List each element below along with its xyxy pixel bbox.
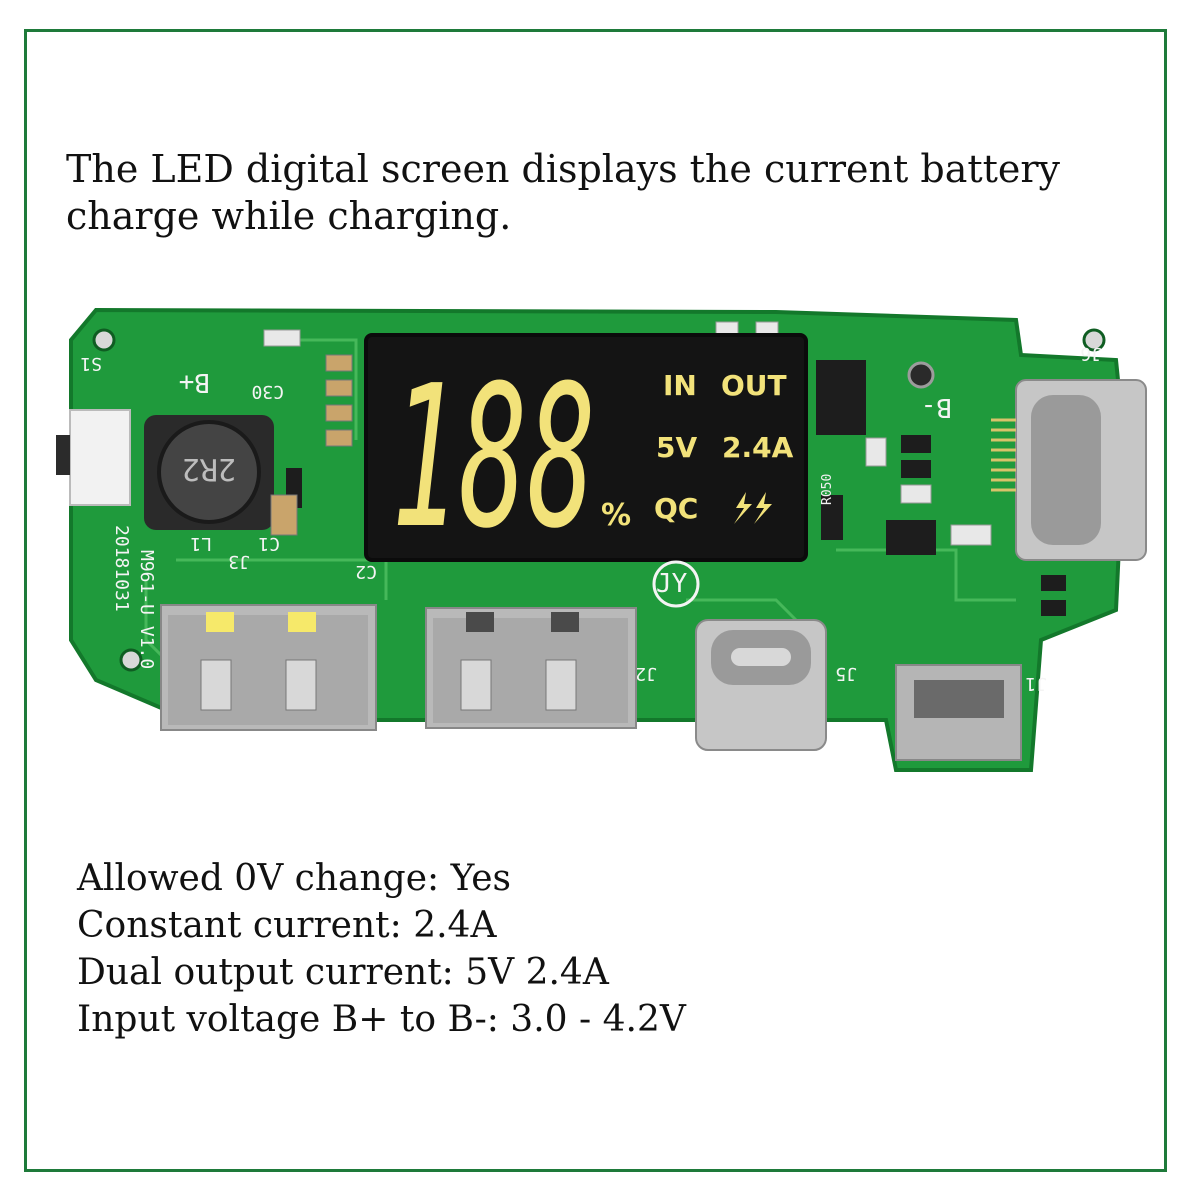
display-qc-label: QC <box>654 492 698 525</box>
inductor-core <box>157 420 261 524</box>
silk-c1: C1 <box>258 533 280 554</box>
silk-bminus: B- <box>921 392 952 422</box>
silk-c30: C30 <box>251 381 284 402</box>
spec-item: Constant current: 2.4A <box>77 905 497 946</box>
silk-c2: C2 <box>355 561 377 582</box>
display-in-label: IN <box>663 369 697 402</box>
lightning-icon <box>734 492 752 524</box>
mount-hole <box>907 361 935 389</box>
page-frame <box>24 29 1167 1172</box>
switch-knob <box>56 435 70 475</box>
pcb-board-illustration: 2R2 188 % IN OUT 5V 2.4A QC B+ B- M961-U… <box>56 300 1166 780</box>
headline: The LED digital screen displays the curr… <box>66 147 1061 238</box>
usb-a-port <box>160 604 377 731</box>
spec-item: Allowed 0V change: Yes <box>77 858 511 899</box>
silk-r050: R050 <box>820 474 835 505</box>
display-digits: 188 <box>391 344 596 572</box>
usb-a-port <box>425 607 637 729</box>
silk-j2: J2 <box>635 663 657 684</box>
mount-hole <box>1082 328 1106 352</box>
silk-l1: L1 <box>190 533 212 554</box>
silk-s1: S1 <box>80 353 102 374</box>
side-usb-c-port <box>991 379 1147 561</box>
led-display <box>364 333 808 562</box>
display-out-label: OUT <box>721 369 787 402</box>
jy-logo-ring <box>652 560 700 608</box>
spec-list: Allowed 0V change: Yes Constant current:… <box>77 855 686 1043</box>
slide-switch <box>69 409 131 506</box>
spec-item: Dual output current: 5V 2.4A <box>77 952 609 993</box>
usb-c-port <box>695 619 827 751</box>
smd-components <box>263 321 1066 616</box>
silk-jy-logo: JY <box>656 569 688 599</box>
inductor-marking: 2R2 <box>182 451 236 486</box>
silk-date: 20181031 <box>111 525 132 612</box>
silk-j5: J5 <box>835 663 857 684</box>
spec-item: Input voltage B+ to B-: 3.0 - 4.2V <box>77 999 686 1040</box>
micro-usb-port <box>895 664 1022 761</box>
display-voltage: 5V <box>656 431 697 464</box>
mount-hole <box>119 648 143 672</box>
silk-j6: J6 <box>1080 343 1102 364</box>
mount-hole <box>92 328 116 352</box>
silk-model: M961-U V1.0 <box>136 550 157 669</box>
display-current: 2.4A <box>722 431 794 464</box>
silk-j1: J1 <box>1025 673 1047 694</box>
lightning-icon <box>754 492 772 524</box>
silk-bplus: B+ <box>179 367 210 397</box>
silk-j3: J3 <box>228 551 250 572</box>
display-percent: % <box>601 498 631 533</box>
